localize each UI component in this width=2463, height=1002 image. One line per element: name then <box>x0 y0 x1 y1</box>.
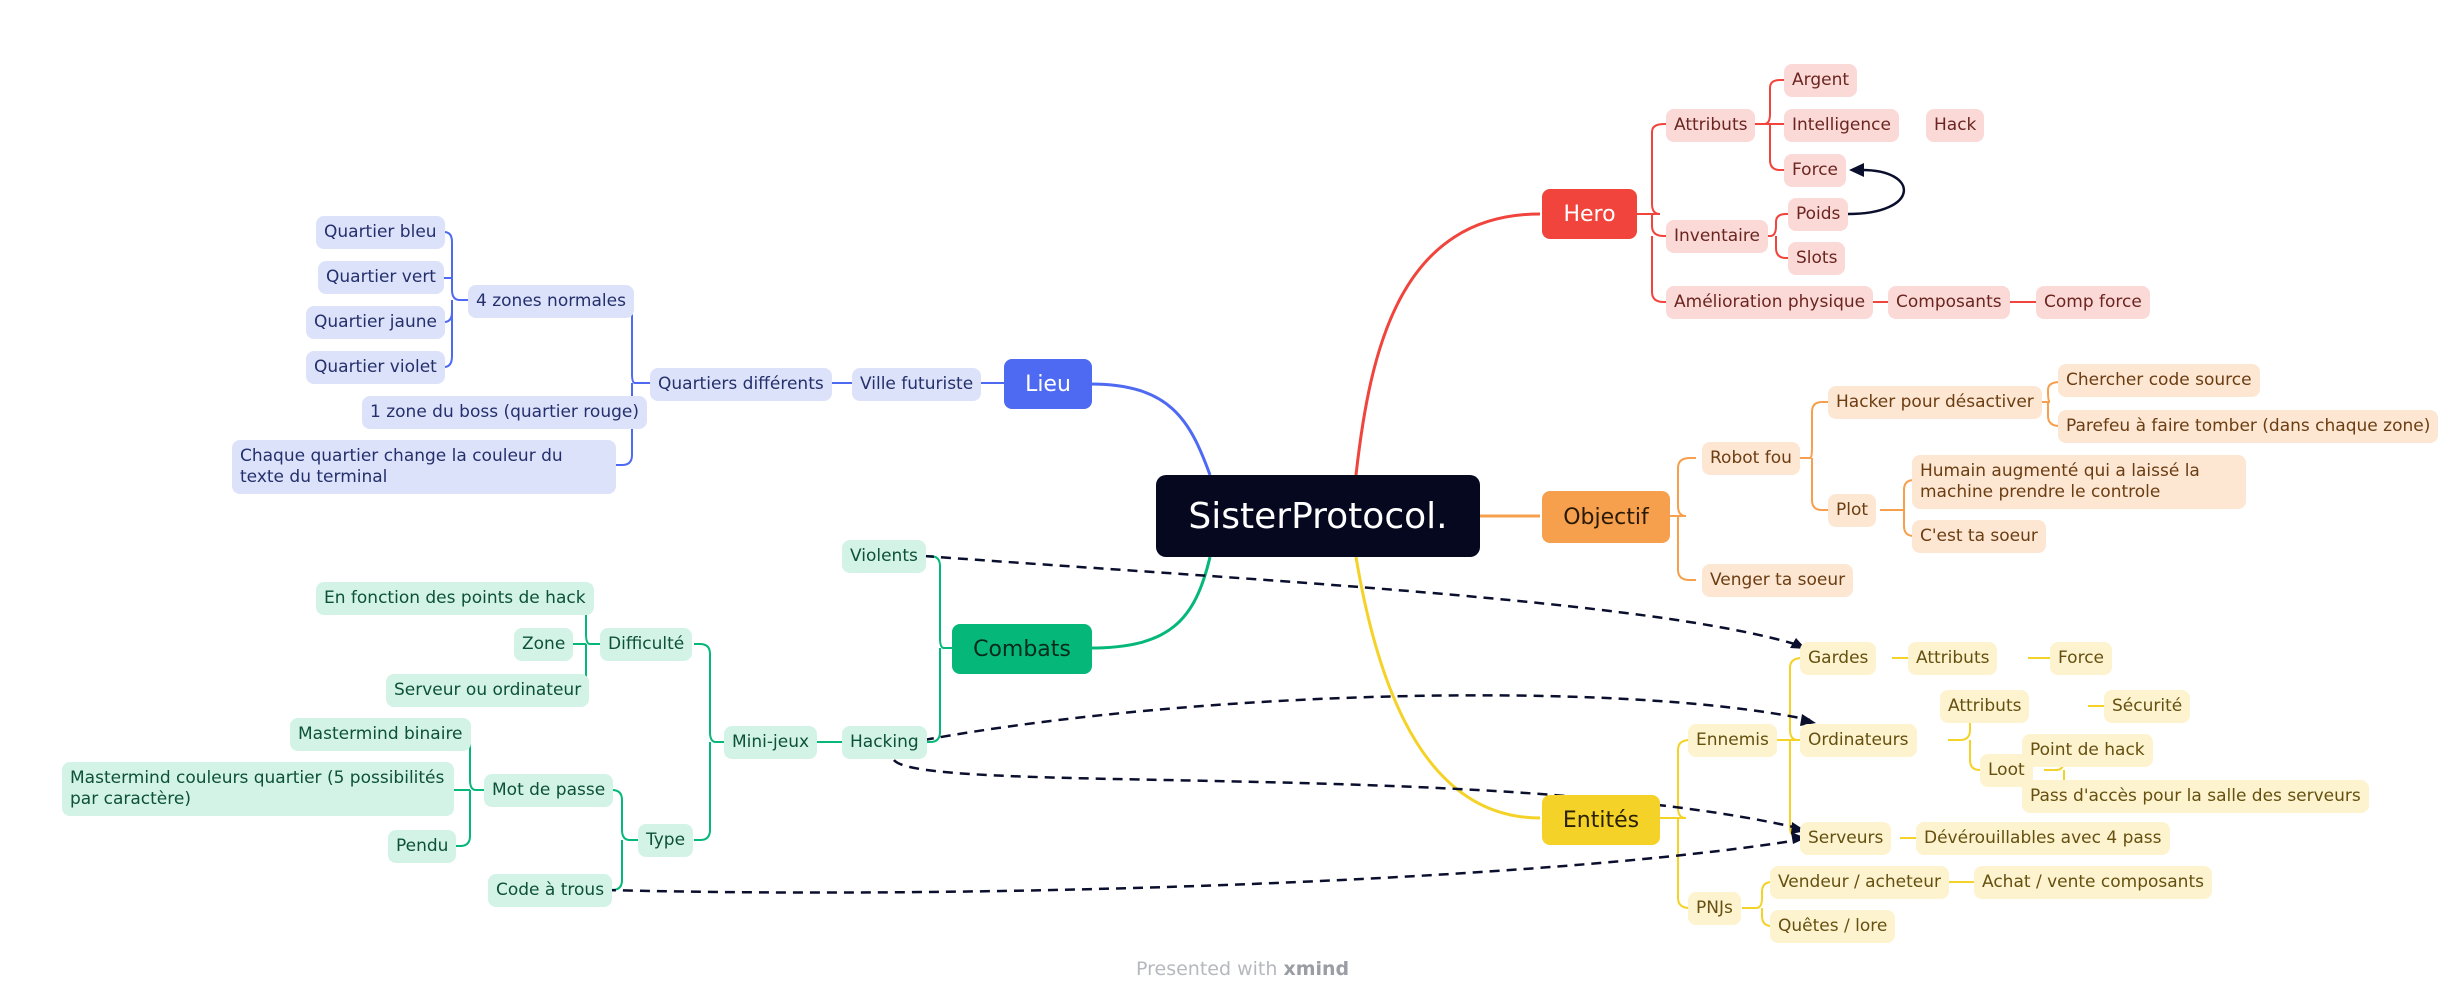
xmind-brand: xmind <box>1283 958 1350 980</box>
node-cest-ta-soeur[interactable]: C'est ta soeur <box>1912 520 2046 553</box>
footer-prefix: Presented with <box>1136 958 1278 980</box>
combats-connectors <box>454 555 956 891</box>
node-zone-boss[interactable]: 1 zone du boss (quartier rouge) <box>362 396 647 429</box>
topic-combats[interactable]: Combats <box>952 624 1092 674</box>
node-violents[interactable]: Violents <box>842 540 926 573</box>
central-topic[interactable]: SisterProtocol. <box>1156 475 1480 557</box>
node-securite[interactable]: Sécurité <box>2104 690 2191 723</box>
node-point-de-hack[interactable]: Point de hack <box>2022 734 2153 767</box>
node-ordinateurs-attributs[interactable]: Attributs <box>1940 690 2030 723</box>
node-chercher-code-source[interactable]: Chercher code source <box>2058 364 2260 397</box>
node-robot-fou[interactable]: Robot fou <box>1702 442 1800 475</box>
node-achat-vente[interactable]: Achat / vente composants <box>1974 866 2212 899</box>
objectif-connectors <box>1652 381 2064 581</box>
node-ennemis[interactable]: Ennemis <box>1688 724 1777 757</box>
node-hero-force[interactable]: Force <box>1784 154 1846 187</box>
cross-links <box>605 554 1811 894</box>
force-arrow-head <box>1849 163 1864 177</box>
node-mini-jeux[interactable]: Mini-jeux <box>724 726 818 759</box>
node-pass-acces[interactable]: Pass d'accès pour la salle des serveurs <box>2022 780 2369 813</box>
node-code-a-trous[interactable]: Code à trous <box>488 874 613 907</box>
node-type[interactable]: Type <box>638 824 694 857</box>
branch-combats <box>1089 556 1212 650</box>
node-quartier-violet[interactable]: Quartier violet <box>306 351 445 384</box>
node-gardes-force[interactable]: Force <box>2050 642 2112 675</box>
node-pnjs[interactable]: PNJs <box>1688 892 1741 925</box>
node-4-zones-normales[interactable]: 4 zones normales <box>468 285 634 318</box>
node-serveurs[interactable]: Serveurs <box>1800 822 1892 855</box>
node-mastermind-binaire[interactable]: Mastermind binaire <box>290 718 471 751</box>
force-poids-link <box>1847 168 1905 216</box>
node-deverouillables[interactable]: Dévérouillables avec 4 pass <box>1916 822 2170 855</box>
node-ordinateurs[interactable]: Ordinateurs <box>1800 724 1917 757</box>
node-serveur-ordinateur[interactable]: Serveur ou ordinateur <box>386 674 590 707</box>
node-intelligence[interactable]: Intelligence <box>1784 109 1899 142</box>
node-composants[interactable]: Composants <box>1888 286 2010 319</box>
node-venger-ta-soeur[interactable]: Venger ta soeur <box>1702 564 1854 597</box>
node-quetes-lore[interactable]: Quêtes / lore <box>1770 910 1896 943</box>
node-quartier-jaune[interactable]: Quartier jaune <box>306 306 445 339</box>
node-inventaire[interactable]: Inventaire <box>1666 220 1768 253</box>
node-slots[interactable]: Slots <box>1788 242 1846 275</box>
node-hacking[interactable]: Hacking <box>842 726 927 759</box>
node-points-de-hack[interactable]: En fonction des points de hack <box>316 582 594 615</box>
topic-objectif[interactable]: Objectif <box>1542 491 1670 543</box>
node-humain-augmente[interactable]: Humain augmenté qui a laissé la machine … <box>1912 455 2246 509</box>
topic-entites[interactable]: Entités <box>1542 795 1660 845</box>
node-gardes[interactable]: Gardes <box>1800 642 1877 675</box>
node-gardes-attributs[interactable]: Attributs <box>1908 642 1998 675</box>
node-hacker-desactiver[interactable]: Hacker pour désactiver <box>1828 386 2042 419</box>
node-mot-de-passe[interactable]: Mot de passe <box>484 774 614 807</box>
node-argent[interactable]: Argent <box>1784 64 1858 97</box>
node-parefeu[interactable]: Parefeu à faire tomber (dans chaque zone… <box>2058 410 2439 443</box>
node-poids[interactable]: Poids <box>1788 198 1849 231</box>
branch-entites <box>1354 556 1541 820</box>
footer-credit: Presented with xmind <box>1136 958 1349 980</box>
node-quartiers-differents[interactable]: Quartiers différents <box>650 368 832 401</box>
node-quartier-vert[interactable]: Quartier vert <box>318 261 444 294</box>
node-couleur-terminal[interactable]: Chaque quartier change la couleur du tex… <box>232 440 616 494</box>
node-amelioration-physique[interactable]: Amélioration physique <box>1666 286 1874 319</box>
node-pendu[interactable]: Pendu <box>388 830 457 863</box>
branch-lieu <box>1089 382 1212 476</box>
topic-hero[interactable]: Hero <box>1542 189 1637 239</box>
branch-hero <box>1354 212 1541 476</box>
topic-lieu[interactable]: Lieu <box>1004 359 1092 409</box>
node-zone[interactable]: Zone <box>514 628 574 661</box>
node-comp-force[interactable]: Comp force <box>2036 286 2150 319</box>
node-difficulte[interactable]: Difficulté <box>600 628 693 661</box>
node-ville-futuriste[interactable]: Ville futuriste <box>852 368 982 401</box>
node-hero-attributs[interactable]: Attributs <box>1666 109 1756 142</box>
node-mastermind-couleurs[interactable]: Mastermind couleurs quartier (5 possibil… <box>62 762 454 816</box>
lieu-connectors <box>436 231 1004 466</box>
node-vendeur-acheteur[interactable]: Vendeur / acheteur <box>1770 866 1949 899</box>
node-quartier-bleu[interactable]: Quartier bleu <box>316 216 445 249</box>
node-hack[interactable]: Hack <box>1926 109 1985 142</box>
node-plot[interactable]: Plot <box>1828 494 1877 527</box>
